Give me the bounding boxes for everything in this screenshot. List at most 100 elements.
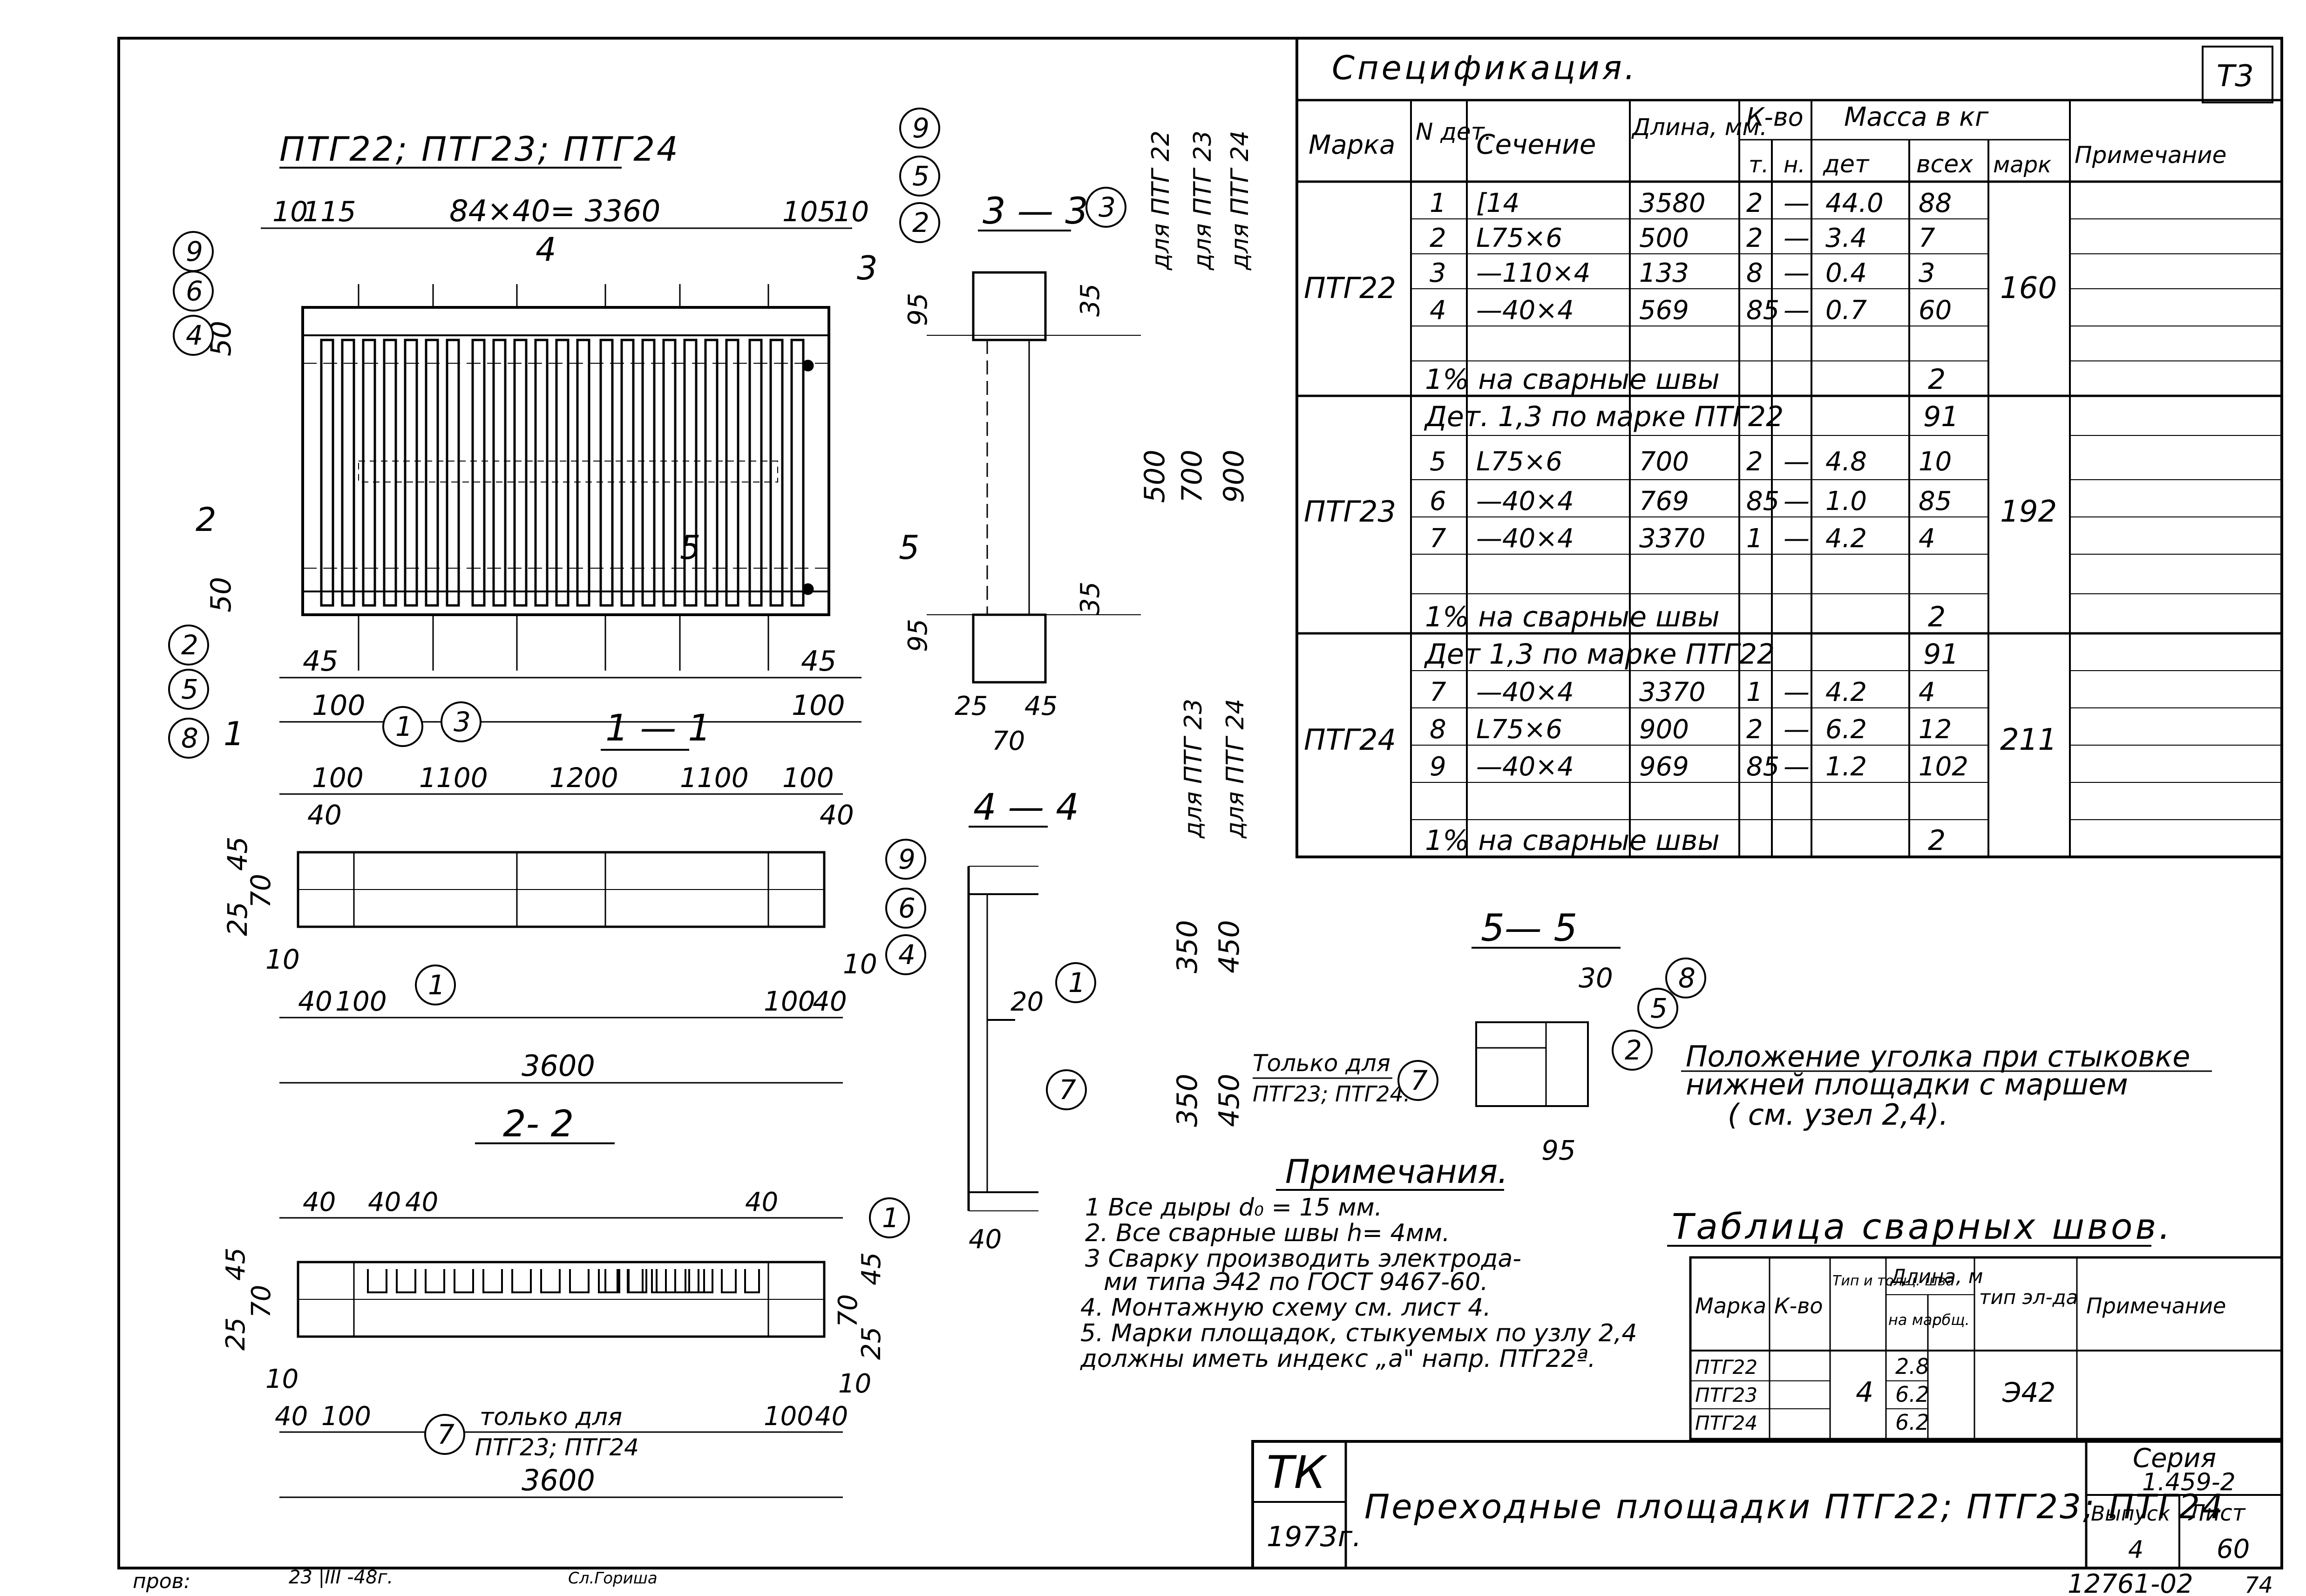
plan-bar (383, 339, 397, 607)
svg-text:40: 40 (368, 1187, 401, 1217)
callout-marker: 1 (869, 1197, 910, 1238)
callout-marker: 9 (899, 108, 940, 149)
callout-marker: 8 (168, 718, 209, 759)
plan-bar (404, 339, 418, 607)
svg-text:для ПТГ 23: для ПТГ 23 (1189, 130, 1217, 271)
spec-cell-det: 44.0 (1825, 188, 1884, 218)
plan-hole (802, 583, 814, 595)
svg-text:45: 45 (856, 1252, 887, 1285)
callout-number: 4 (186, 319, 203, 351)
seria-value: 1.459-2 (2142, 1468, 2236, 1496)
spec-cell-sec: L75×6 (1476, 714, 1562, 745)
plan-bar (725, 339, 739, 607)
callout-marker: 7 (1397, 1060, 1438, 1101)
svg-text:Серия: Серия (2133, 1443, 2216, 1474)
svg-text:100: 100 (782, 762, 834, 794)
spec-hdr-massa: Масса в кг (1844, 102, 1989, 132)
title-block (1251, 1440, 2283, 1569)
section-2-2-bar (674, 1269, 690, 1293)
plan-hole (802, 360, 814, 372)
spec-cell-t: 85 (1746, 486, 1779, 516)
plan-bar (599, 339, 614, 607)
svg-text:для ПТГ 23: для ПТГ 23 (1180, 699, 1207, 839)
section-2-2-bar (540, 1269, 561, 1293)
svg-text:Э42: Э42 (2002, 1377, 2055, 1408)
spec-group-total: 160 (2000, 271, 2057, 306)
svg-text:общ.: общ. (1933, 1311, 1970, 1329)
svg-text:К-во: К-во (1774, 1293, 1823, 1318)
svg-text:25: 25 (856, 1327, 887, 1360)
spec-cell-all: 102 (1919, 752, 1968, 782)
svg-text:35: 35 (1075, 284, 1106, 317)
spec-cell-len: 900 (1639, 714, 1689, 745)
spec-cell-h: — (1784, 223, 1810, 253)
section-2-2-bar (604, 1269, 620, 1293)
spec-cell-n: 8 (1430, 714, 1446, 745)
plan-bar (362, 339, 376, 607)
callout-number: 7 (437, 1419, 454, 1450)
svg-text:Марка: Марка (1695, 1293, 1766, 1318)
plan-bar (425, 339, 439, 607)
spec-cell-h: — (1784, 188, 1810, 218)
spec-cell-len: 500 (1639, 223, 1689, 253)
specification-table (1295, 37, 2283, 858)
spec-cell-n: 4 (1430, 295, 1446, 326)
svg-text:105: 105 (782, 196, 836, 228)
svg-text:40: 40 (820, 799, 854, 831)
spec-cell-t: 2 (1746, 223, 1763, 253)
spec-cell-h: — (1784, 447, 1810, 477)
section-1-1-title: 1 — 1 (605, 707, 711, 749)
spec-hdr-kvo: К-во (1746, 102, 1804, 132)
svg-text:Тип и толщ. шва: Тип и толщ. шва (1832, 1273, 1954, 1289)
svg-text:6.2: 6.2 (1895, 1410, 1929, 1435)
svg-text:40: 40 (969, 1224, 1002, 1255)
callout-marker: 9 (885, 839, 926, 880)
callout-number: 6 (898, 892, 916, 924)
spec-cell-sec: L75×6 (1476, 447, 1562, 477)
spec-cell-len: 700 (1639, 447, 1689, 477)
plan-bar (641, 339, 656, 607)
spec-cell-all: 60 (1919, 295, 1952, 326)
svg-text:25: 25 (955, 691, 988, 721)
svg-text:40: 40 (745, 1187, 778, 1217)
footer: пров: 23 |III -48г. Сл.Гориша 12761-02 7… (133, 1567, 2273, 1596)
svg-text:70: 70 (992, 726, 1025, 756)
svg-text:350: 350 (1171, 1073, 1204, 1127)
svg-text:40: 40 (815, 1401, 848, 1432)
plan-bar (704, 339, 719, 607)
spec-cell-h: — (1784, 714, 1810, 745)
svg-text:10: 10 (843, 948, 877, 980)
callout-number: 1 (882, 1202, 899, 1234)
spec-cell-len: 3370 (1639, 677, 1706, 707)
section-2-2-bar (482, 1269, 503, 1293)
spec-cell-all: 4 (1919, 523, 1935, 554)
section-2-2 (297, 1261, 826, 1338)
svg-text:30: 30 (1579, 962, 1613, 994)
spec-cell-n: 7 (1430, 677, 1446, 707)
callout-number: 5 (181, 673, 198, 705)
svg-text:25: 25 (221, 1318, 251, 1351)
section-2-2-bar (685, 1269, 705, 1293)
svg-text:2: 2 (196, 501, 217, 539)
svg-text:5: 5 (899, 529, 920, 567)
notes-title: Примечания. (1285, 1153, 1508, 1191)
svg-text:100: 100 (764, 985, 815, 1017)
svg-text:700: 700 (1176, 449, 1208, 503)
spec-lead-value: 91 (1923, 638, 1959, 671)
svg-text:4. Монтажную схему см. лист 4: 4. Монтажную схему см. лист 4. (1080, 1294, 1491, 1322)
callout-marker: 6 (885, 888, 926, 929)
callout-number: 6 (186, 275, 203, 307)
svg-text:40: 40 (298, 985, 332, 1017)
section-5-5-labels: 5— 5 30 95 Положение уголка при стыковке… (1472, 906, 2212, 1166)
spec-cell-n: 2 (1430, 223, 1446, 253)
plan-bar (446, 339, 460, 607)
spec-cell-all: 12 (1919, 714, 1952, 745)
svg-text:3 Сварку производить электро: 3 Сварку производить электрода- (1085, 1245, 1521, 1273)
svg-text:95: 95 (1541, 1134, 1576, 1166)
svg-text:на мар: на мар (1888, 1311, 1942, 1329)
spec-cell-t: 85 (1746, 295, 1779, 326)
callout-marker: 1 (415, 964, 456, 1005)
